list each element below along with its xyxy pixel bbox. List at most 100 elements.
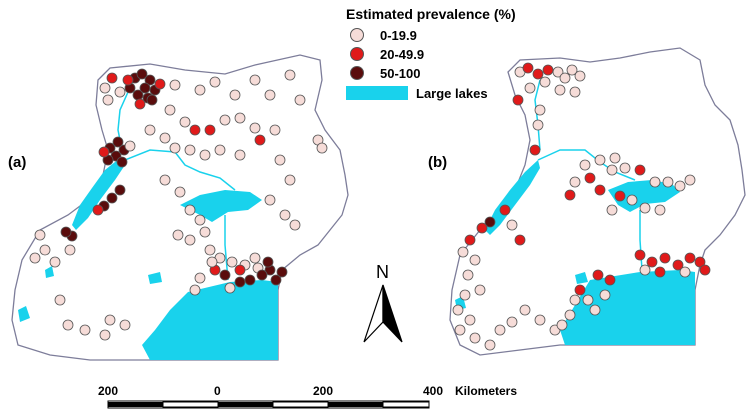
survey-site-marker <box>62 319 74 331</box>
survey-site-marker <box>234 149 246 161</box>
legend-swatch-high <box>350 66 364 80</box>
survey-site-marker <box>174 186 186 198</box>
survey-site-marker <box>532 119 544 131</box>
survey-site-marker <box>99 329 111 341</box>
survey-site-marker <box>169 142 181 154</box>
survey-site-marker <box>79 324 91 336</box>
survey-site-marker <box>284 174 296 186</box>
survey-site-marker <box>134 98 146 110</box>
survey-site-marker <box>224 282 236 294</box>
survey-site-marker <box>256 269 268 281</box>
survey-site-marker <box>164 104 176 116</box>
survey-site-marker <box>639 202 651 214</box>
survey-site-marker <box>146 94 158 106</box>
legend-title: Estimated prevalence (%) <box>346 6 516 22</box>
survey-site-marker <box>654 204 666 216</box>
survey-site-marker <box>514 234 526 246</box>
lake-small-a3 <box>148 272 162 284</box>
survey-site-marker <box>102 94 114 106</box>
survey-site-marker <box>626 194 638 206</box>
scale-segment <box>218 402 273 407</box>
survey-site-marker <box>106 72 118 84</box>
survey-site-marker <box>244 274 256 286</box>
survey-site-marker <box>234 112 246 124</box>
survey-site-marker <box>189 124 201 136</box>
scale-segment <box>162 401 219 408</box>
survey-site-marker <box>606 204 618 216</box>
legend-item-low: 0-19.9 <box>350 26 417 44</box>
survey-site-marker <box>104 314 116 326</box>
survey-site-marker <box>459 289 471 301</box>
survey-site-marker <box>476 222 488 234</box>
survey-site-marker <box>619 162 631 174</box>
survey-site-marker <box>469 254 481 266</box>
survey-site-marker <box>566 64 578 76</box>
survey-site-marker <box>594 154 606 166</box>
survey-site-marker <box>169 79 181 91</box>
survey-site-marker <box>634 164 646 176</box>
survey-site-marker <box>522 62 534 74</box>
survey-site-marker <box>529 144 541 156</box>
survey-site-marker <box>98 146 110 158</box>
survey-site-marker <box>274 154 286 166</box>
survey-site-marker <box>219 269 231 281</box>
survey-site-marker <box>114 86 126 98</box>
survey-site-marker <box>599 289 611 301</box>
survey-site-marker <box>289 219 301 231</box>
survey-site-marker <box>262 256 274 268</box>
survey-site-marker <box>124 140 136 152</box>
survey-site-marker <box>454 324 466 336</box>
river-nile-b <box>537 149 636 181</box>
survey-site-marker <box>556 319 568 331</box>
survey-site-marker <box>264 194 276 206</box>
legend-swatch-lakes <box>346 86 408 100</box>
survey-site-marker <box>646 256 658 268</box>
survey-site-marker <box>534 314 546 326</box>
survey-site-marker <box>219 114 231 126</box>
north-label: N <box>376 262 389 282</box>
survey-site-marker <box>574 70 586 82</box>
survey-site-marker <box>569 294 581 306</box>
survey-site-marker <box>194 84 206 96</box>
survey-site-marker <box>264 89 276 101</box>
survey-site-marker <box>106 192 118 204</box>
survey-site-marker <box>592 269 604 281</box>
scale-frame <box>107 400 430 409</box>
lake-victoria-b <box>560 270 695 345</box>
survey-site-marker <box>499 204 511 216</box>
survey-sites-b <box>452 62 711 351</box>
survey-site-marker <box>234 264 246 276</box>
survey-site-marker <box>457 246 469 258</box>
survey-site-marker <box>29 252 41 264</box>
survey-site-marker <box>206 256 218 268</box>
legend-swatch-mid <box>350 47 364 61</box>
scale-segment <box>272 401 329 408</box>
survey-site-marker <box>270 274 282 286</box>
survey-site-marker <box>542 64 554 76</box>
survey-site-marker <box>474 284 486 296</box>
survey-site-marker <box>60 226 72 238</box>
north-arrow-right-half <box>382 284 403 343</box>
survey-site-marker <box>524 82 536 94</box>
scale-bar <box>107 400 430 409</box>
legend-label-low: 0-19.9 <box>380 27 417 43</box>
survey-site-marker <box>172 229 184 241</box>
survey-site-marker <box>594 184 606 196</box>
survey-site-marker <box>564 309 576 321</box>
survey-site-marker <box>554 84 566 96</box>
river-nile-vic-a <box>224 215 229 281</box>
survey-site-marker <box>464 314 476 326</box>
survey-site-marker <box>204 124 216 136</box>
scale-tick-label: 200 <box>313 384 334 398</box>
legend-label-high: 50-100 <box>380 65 421 81</box>
survey-site-marker <box>534 104 546 116</box>
survey-site-marker <box>184 144 196 156</box>
survey-site-marker <box>464 234 476 246</box>
rivers <box>117 79 643 281</box>
scale-segment <box>382 401 430 408</box>
lake-small-b2 <box>575 272 588 284</box>
survey-site-marker <box>674 180 686 192</box>
survey-site-marker <box>634 249 646 261</box>
survey-site-marker <box>144 74 156 86</box>
legend-item-mid: 20-49.9 <box>350 45 424 63</box>
